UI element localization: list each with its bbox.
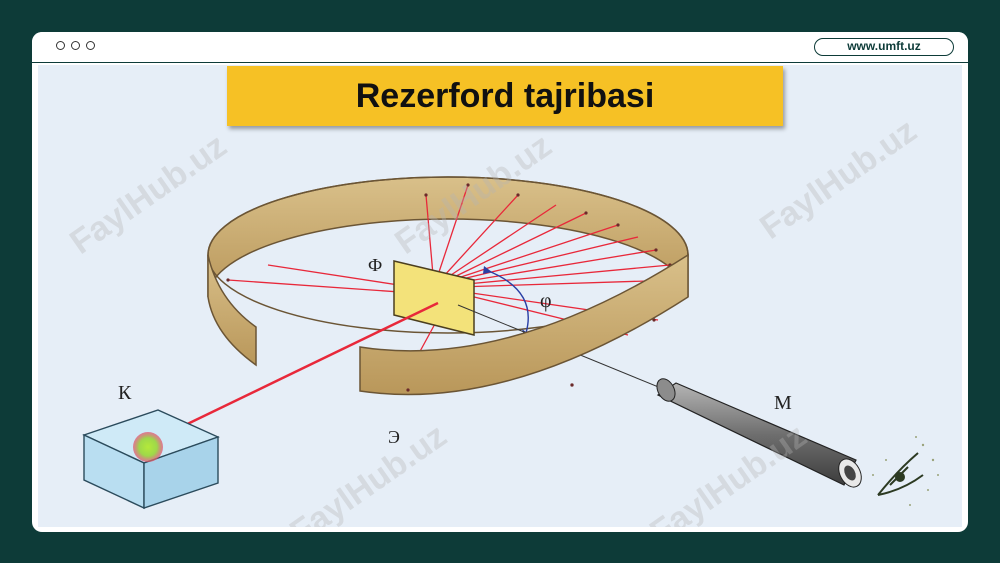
window-dot-icon [71, 41, 80, 50]
microscope [656, 378, 862, 488]
window-titlebar: www.umft.uz [32, 32, 968, 63]
slide-window: www.umft.uz [32, 32, 968, 532]
screen-left-band [207, 254, 257, 367]
label-foil: Ф [368, 255, 382, 275]
observer-eye-icon [872, 436, 939, 506]
screen-front-band [359, 253, 689, 396]
window-dot-icon [56, 41, 65, 50]
slide-content: К Ф φ Э М Rezerford tajribasi FaylHub.uz… [38, 65, 962, 527]
url-badge[interactable]: www.umft.uz [814, 38, 954, 56]
label-source: К [118, 382, 132, 404]
label-angle: φ [540, 290, 552, 312]
angle-arc [485, 269, 529, 334]
source-box [82, 409, 220, 510]
label-screen: Э [388, 427, 400, 447]
rutherford-diagram: К Ф φ Э М [82, 176, 939, 510]
label-microscope: М [774, 392, 792, 414]
alpha-beam [147, 301, 439, 445]
gold-foil [393, 260, 475, 336]
window-dot-icon [86, 41, 95, 50]
slide-title: Rezerford tajribasi [227, 66, 783, 126]
